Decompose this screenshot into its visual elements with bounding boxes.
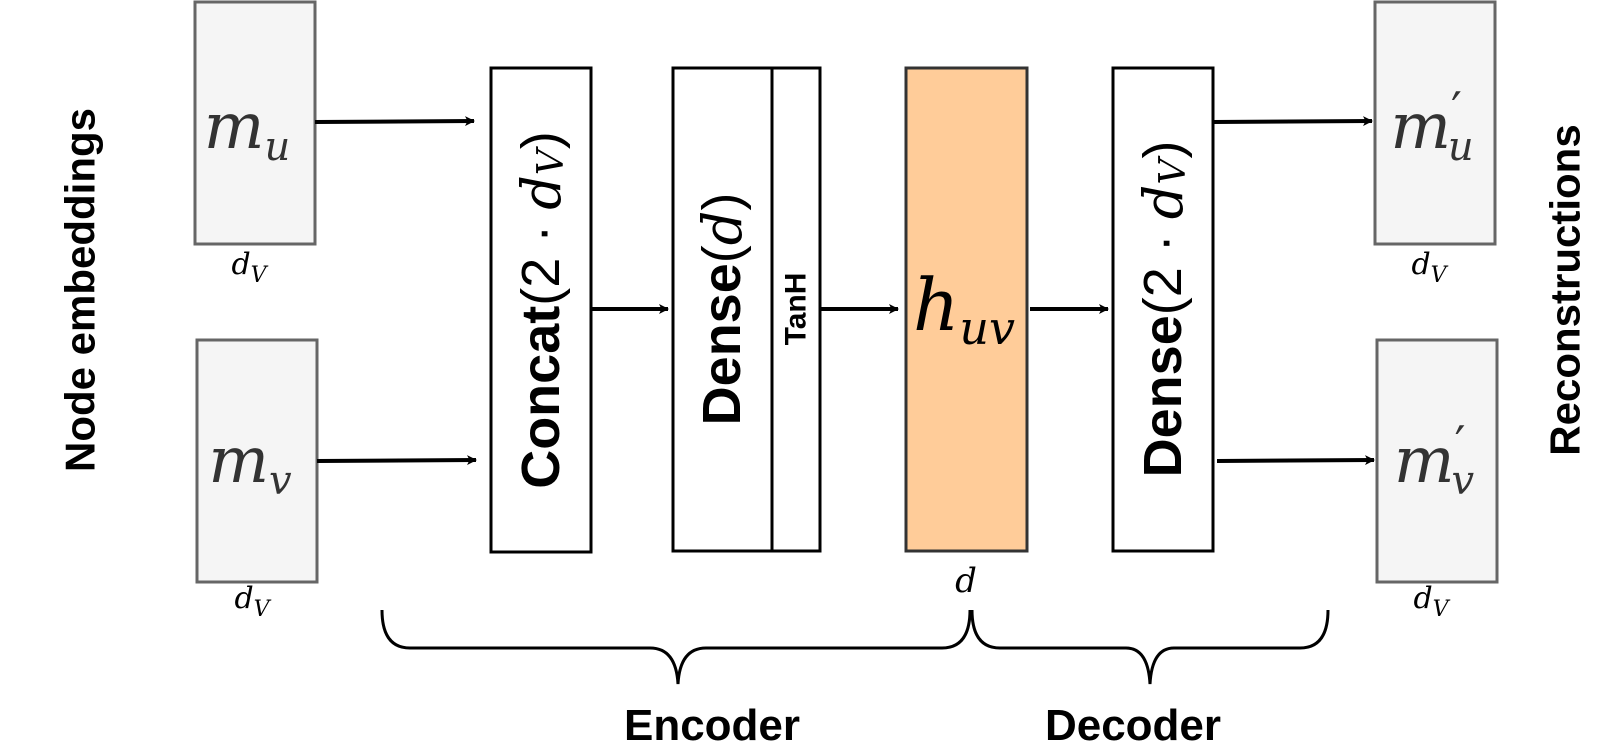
latent-label-huv: huv <box>913 263 1015 355</box>
tanh-activation-label: TanH <box>780 273 813 346</box>
node-embeddings-label: Node embeddings <box>57 108 104 472</box>
input-label-mu: mu <box>204 90 290 170</box>
dense-encoder-layer <box>671 66 822 553</box>
input-dim-mu: dV <box>231 247 268 288</box>
arrow-decoder-to-mu-prime <box>1212 116 1373 127</box>
encoder-label: Encoder <box>624 701 800 750</box>
dense-encoder-label: Dense(d) <box>691 193 754 426</box>
output-box-mu-prime <box>1373 0 1497 246</box>
output-label-mu-prime: m′u <box>1390 82 1473 170</box>
reconstructions-label: Reconstructions <box>1542 124 1589 455</box>
decoder-brace <box>970 609 1330 685</box>
input-label-mv: mv <box>208 424 292 504</box>
input-dim-mv: dV <box>234 581 271 622</box>
encoder-brace <box>380 609 972 685</box>
input-box-mu <box>193 0 317 246</box>
arrow-mv-to-concat <box>316 455 477 466</box>
dense-decoder-label: Dense(2 · dV) <box>1132 141 1195 478</box>
concat-layer-label: Concat(2 · dV) <box>510 131 573 489</box>
decoder-label: Decoder <box>1045 701 1221 750</box>
output-dim-mv-prime: dV <box>1413 581 1450 622</box>
arrow-mu-to-concat <box>314 116 475 127</box>
dense-decoder-layer <box>1111 66 1215 553</box>
latent-vector-huv <box>904 66 1029 553</box>
output-box-mv-prime <box>1375 338 1499 584</box>
arrow-decoder-to-mv-prime <box>1216 455 1375 466</box>
output-dim-mu-prime: dV <box>1411 247 1448 288</box>
output-label-mv-prime: m′v <box>1394 416 1475 504</box>
latent-dim-d: d <box>955 561 977 601</box>
